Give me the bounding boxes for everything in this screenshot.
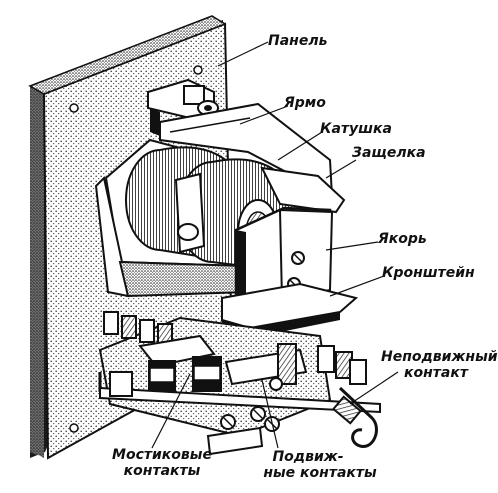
terminal-icon [103,311,173,345]
leader-fixed-contact [349,371,399,405]
label-fixed-contact-line1: Неподвижный [381,349,498,365]
label-latch: Защелка [352,145,426,161]
label-bridge-contacts-line1: Мостиковые [112,447,212,463]
leader-coil [277,131,323,161]
label-movable-contacts-line1: Подвиж- [272,449,344,465]
label-panel: Панель [268,33,328,49]
label-fixed-contact-line2: контакт [404,365,468,381]
leader-bridge-contacts [151,373,191,449]
leader-latch [325,159,357,179]
contact-block [98,311,381,456]
leader-lines [151,41,399,449]
leader-yoke [239,105,289,125]
label-yoke: Ярмо [284,95,326,111]
label-movable-contacts-line2: ные контакты [263,465,377,481]
label-bracket: Кронштейн [382,265,475,281]
leader-movable-contacts [261,379,279,449]
leader-armature [325,241,379,251]
label-armature: Якорь [378,231,427,247]
screw-icon [220,377,283,432]
label-coil: Катушка [320,121,392,137]
leader-bracket [329,275,385,297]
yoke [147,78,334,198]
leader-panel [217,41,269,67]
label-bridge-contacts-line2: контакты [123,463,201,479]
mounting-hole-icon [69,65,210,433]
